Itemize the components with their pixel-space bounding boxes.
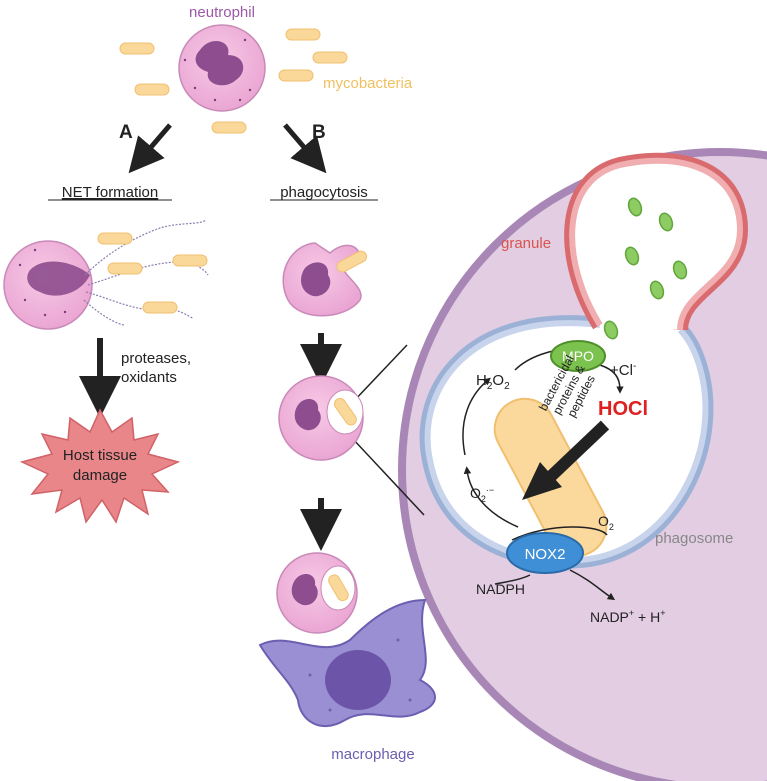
granule-enzymes	[603, 197, 688, 340]
line-nadph	[494, 574, 531, 585]
arrow-route-b	[283, 123, 327, 174]
arrow-nadp	[569, 569, 616, 601]
arrow-oxygen	[511, 526, 608, 541]
phagocytosis-macrophage-neutrophil	[276, 552, 358, 634]
hocl-attack-arrow	[522, 420, 610, 500]
host-damage-line-1: Host tissue	[63, 447, 137, 464]
free-mycobacteria	[119, 28, 348, 134]
host-damage-line-2: damage	[73, 467, 127, 484]
zoom-line-bottom	[351, 437, 425, 516]
route-a-label: A	[119, 122, 133, 143]
phagocytosis-engulfing-cell	[282, 242, 368, 317]
h2o2-label: H2O2	[476, 372, 510, 392]
macrophage-cell	[258, 598, 436, 727]
granule-label: granule	[501, 235, 551, 252]
mpo-enzyme: MPO	[550, 340, 606, 372]
arrow-to-hocl	[599, 364, 624, 394]
nox2-enzyme: NOX2	[506, 532, 584, 574]
neutrophil-label: neutrophil	[189, 4, 255, 21]
proteases-line-1: proteases,	[121, 350, 191, 367]
phagocytosis-title: phagocytosis	[280, 184, 368, 201]
zoom-line-top	[351, 344, 408, 404]
net-trapped-bacteria	[97, 232, 208, 314]
chloride-label: +Cl-	[610, 361, 636, 379]
nox2-label: NOX2	[525, 546, 566, 563]
route-b-label: B	[312, 122, 326, 143]
mycobacteria-label: mycobacteria	[323, 75, 413, 92]
mpo-label: MPO	[562, 348, 594, 364]
phagocytosis-internalized-cell	[278, 375, 364, 461]
host-tissue-damage-burst: Host tissue damage	[19, 408, 181, 524]
top-neutrophil	[178, 24, 266, 112]
macrophage-label: macrophage	[331, 746, 414, 763]
phagosome-label: phagosome	[655, 530, 733, 547]
net-neutrophil	[3, 240, 93, 330]
oxygen-label: O2	[598, 513, 614, 532]
superoxide-label: O2·−	[470, 485, 494, 504]
net-formation-title: NET formation	[62, 184, 158, 201]
proteases-line-2: oxidants	[121, 369, 177, 386]
arrow-superoxide	[463, 466, 519, 528]
arrow-route-a	[128, 123, 172, 174]
hocl-label: HOCl	[598, 398, 648, 420]
nadp-label: NADP+ + H+	[590, 608, 666, 625]
nadph-label: NADPH	[476, 581, 525, 597]
arrow-h2o2	[462, 377, 491, 456]
